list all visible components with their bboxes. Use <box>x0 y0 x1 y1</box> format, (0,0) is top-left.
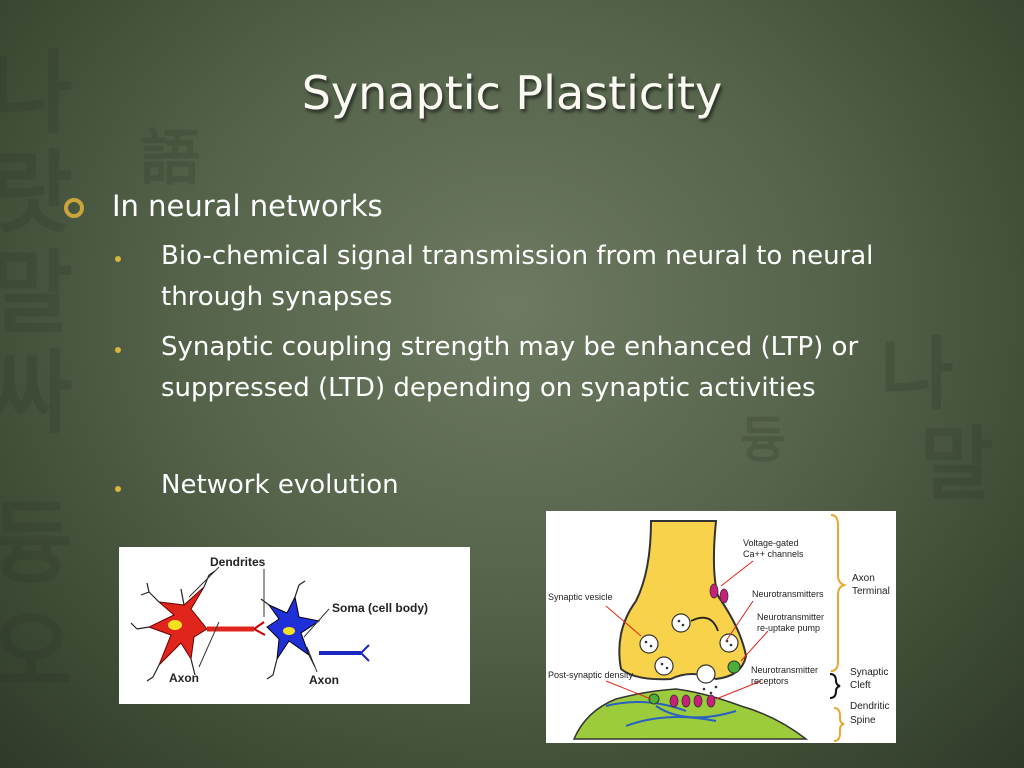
dot-bullet-icon <box>115 347 121 353</box>
label-spine-1: Dendritic <box>850 701 889 712</box>
ring-bullet-icon <box>64 198 84 218</box>
label-axon-terminal-2: Terminal <box>852 586 890 597</box>
label-axon-red: Axon <box>169 671 199 685</box>
neuron-leader-lines <box>188 566 330 673</box>
brackets <box>830 514 848 742</box>
label-soma: Soma (cell body) <box>332 601 428 615</box>
label-voltage-1: Voltage-gated <box>743 538 799 548</box>
label-receptors-2: receptors <box>751 676 789 686</box>
sub-bullet-signal-transmission: Bio-chemical signal transmission from ne… <box>161 241 874 312</box>
sub-bullet-coupling-strength: Synaptic coupling strength may be enhanc… <box>161 332 859 403</box>
reuptake-pump <box>727 660 741 674</box>
label-axon-blue: Axon <box>309 673 339 687</box>
calcium-channels <box>669 583 729 708</box>
label-axon-terminal-1: Axon <box>852 573 875 584</box>
postsynaptic-density-lines <box>605 701 737 727</box>
label-receptors-1: Neurotransmitter <box>751 665 818 675</box>
synapse-diagram: Voltage-gated Ca++ channels Neurotransmi… <box>546 511 896 743</box>
label-reuptake-1: Neurotransmitter <box>757 612 824 622</box>
bullet-in-neural-networks: In neural networks <box>112 189 383 223</box>
label-spine-2: Spine <box>850 715 876 726</box>
blue-neuron <box>260 580 370 680</box>
cycle-arrow <box>690 616 719 632</box>
synapse-diagram-svg: Voltage-gated Ca++ channels Neurotransmi… <box>548 514 890 742</box>
label-cleft-2: Cleft <box>850 680 871 691</box>
red-neuron <box>130 570 266 682</box>
label-dendrites: Dendrites <box>210 555 266 569</box>
slide-title: Synaptic Plasticity <box>301 66 723 120</box>
vesicle-dots <box>644 619 733 695</box>
dot-bullet-icon <box>115 256 121 262</box>
label-vesicle: Synaptic vesicle <box>548 592 613 602</box>
cleft-bracket <box>829 673 841 699</box>
label-reuptake-2: re-uptake pump <box>757 623 820 633</box>
label-cleft-1: Synaptic <box>850 667 888 678</box>
dendritic-spine-shape <box>572 688 809 740</box>
label-neurotransmitters: Neurotransmitters <box>752 589 824 599</box>
sub-bullet-network-evolution: Network evolution <box>161 470 399 500</box>
receptor <box>648 693 660 705</box>
label-density: Post-synaptic density <box>548 670 634 680</box>
dot-bullet-icon <box>115 486 121 492</box>
synaptic-vesicles <box>639 613 739 684</box>
neuron-diagram-svg: Dendrites Soma (cell body) Axon Axon <box>130 555 428 687</box>
synapse-leader-lines <box>605 560 769 700</box>
label-voltage-2: Ca++ channels <box>743 549 804 559</box>
neuron-diagram: Dendrites Soma (cell body) Axon Axon <box>119 547 470 704</box>
